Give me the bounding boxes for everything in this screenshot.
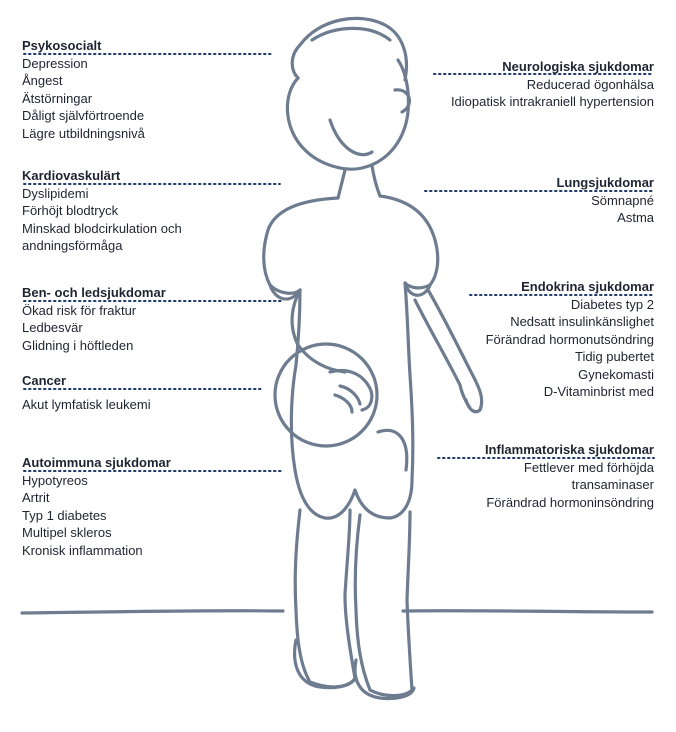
group-title: Ben- och ledsjukdomar [22,285,166,300]
group-cancer: Cancer Akut lymfatisk leukemi [22,372,151,413]
ground-line-right [401,609,654,614]
neck [336,164,382,200]
list-item: Depression [22,55,88,71]
list-item: Fettlever med förhöjda [523,459,654,475]
group-psykosocialt: Psykosocialt Depression Ångest Ätstörnin… [22,37,145,142]
list-item: Dåligt självförtroende [22,108,145,123]
group-neurologiska-sjukdomar: Neurologiska sjukdomar Reducerad ögonhäl… [451,58,654,111]
group-title: Lungsjukdomar [556,175,654,190]
list-item: Ökad risk för fraktur [22,302,137,318]
right-arm [413,288,484,414]
list-item: Kronisk inflammation [22,542,143,558]
group-title: Kardiovaskulärt [22,168,121,183]
list-item: Ångest [22,73,63,88]
right-leg [353,510,414,698]
left-leg [293,508,357,689]
list-item: Tidig pubertet [574,349,654,364]
list-item: Ätstörningar [22,90,93,106]
list-item: Multipel skleros [22,525,112,540]
left-foot [293,638,358,690]
list-item: Reducerad ögonhälsa [526,76,654,92]
group-title: Psykosocialt [22,38,102,53]
hair [290,16,409,82]
ball [273,342,379,448]
group-inflammatoriska-sjukdomar: Inflammatoriska sjukdomar Fettlever med … [485,441,654,511]
shorts-inner [376,428,409,472]
list-item: Artrit [22,490,50,505]
list-item: D-Vitaminbrist med [543,384,654,399]
ground-line-left [20,609,285,615]
list-item: Glidning i höftleden [22,337,134,353]
left-arm [290,288,347,374]
right-foot [353,658,416,701]
group-lungsjukdomar: Lungsjukdomar Sömnapné Astma [556,174,654,227]
group-kardiovaskulart: Kardiovaskulärt Dyslipidemi Förhöjt blod… [22,167,182,255]
group-autoimmuna-sjukdomar: Autoimmuna sjukdomar Hypotyreos Artrit T… [22,454,171,559]
group-ben-och-ledsjukdomar: Ben- och ledsjukdomar Ökad risk för frak… [22,284,166,354]
list-item: Idiopatisk intrakraniell hypertension [450,94,654,109]
list-item: Minskad blodcirkulation och [22,220,182,236]
list-item: andningsförmåga [22,238,123,253]
list-item: Sömnapné [591,192,654,208]
shirt [262,194,440,377]
list-item: Förhöjt blodtryck [22,203,119,218]
list-item: Hypotyreos [22,472,88,488]
list-item: Dyslipidemi [22,185,89,201]
list-item: Typ 1 diabetes [22,507,107,523]
cheek-line [328,118,374,157]
right-sleeve [403,281,432,297]
list-item: Astma [617,210,654,225]
list-item: Nedsatt insulinkänslighet [510,314,654,329]
group-title: Endokrina sjukdomar [521,279,654,294]
group-title: Inflammatoriska sjukdomar [484,442,654,457]
group-endokrina-sjukdomar: Endokrina sjukdomar Diabetes typ 2 Nedsa… [486,278,654,401]
list-item: transaminaser [571,477,654,492]
head [285,58,411,171]
list-item: Diabetes typ 2 [570,296,654,312]
list-item: Förändrad hormonutsöndring [485,331,654,347]
list-item: Gynekomasti [578,366,654,382]
group-title: Cancer [22,373,67,388]
ear [393,88,412,114]
group-title: Autoimmuna sjukdomar [22,455,171,470]
list-item: Lägre utbildningsnivå [22,125,145,141]
group-title: Neurologiska sjukdomar [502,59,654,74]
shorts [289,363,415,520]
list-item: Ledbesvär [22,320,83,335]
list-item: Akut lymfatisk leukemi [22,396,151,412]
list-item: Förändrad hormoninsöndring [486,494,654,510]
hand [328,368,374,414]
